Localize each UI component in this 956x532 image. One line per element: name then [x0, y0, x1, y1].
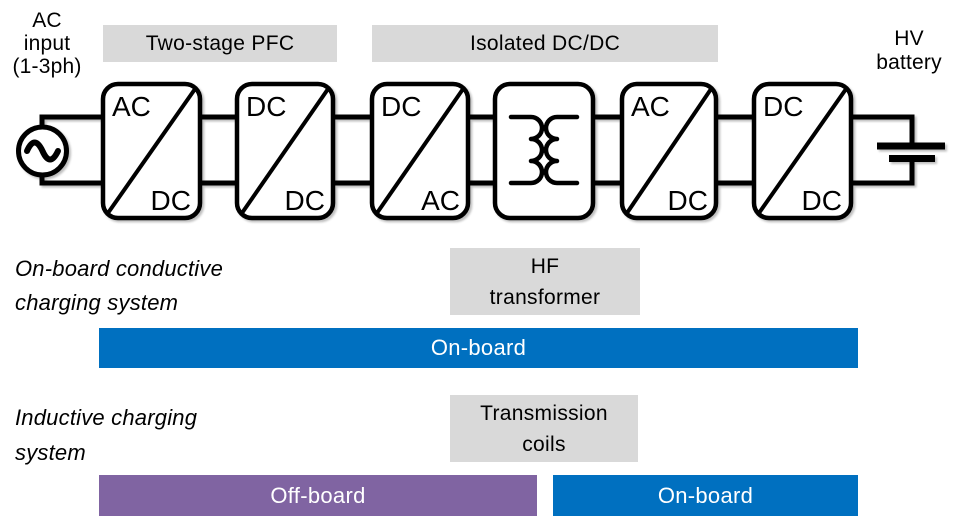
block5-bottom-label: DC: [668, 185, 708, 216]
inductive-onboard-bar: On-board: [553, 475, 858, 516]
converter-block-ac-dc-1: AC DC: [100, 81, 203, 221]
hv-battery-line1: HV: [894, 27, 924, 50]
ac-input-line3: (1-3ph): [12, 55, 82, 78]
block3-bottom-label: AC: [421, 185, 460, 216]
inductive-title-line2: system: [15, 440, 86, 465]
two-stage-pfc-label: Two-stage PFC: [103, 25, 337, 62]
conductive-system-title: On-board conductive charging system: [15, 252, 335, 320]
transformer-coils-icon: [508, 114, 580, 186]
block2-top-label: DC: [246, 91, 286, 122]
conductive-onboard-bar-text: On-board: [430, 335, 527, 360]
transmission-coils-line2: coils: [522, 432, 566, 456]
ac-source-icon: [16, 124, 69, 178]
block5-top-label: AC: [631, 91, 670, 122]
ac-input-line2: input: [23, 32, 71, 55]
block6-bottom-label: DC: [802, 185, 842, 216]
hf-transformer-label: HF transformer: [450, 248, 640, 315]
ac-input-line1: AC: [32, 9, 62, 32]
hf-transformer-line1: HF: [530, 254, 560, 278]
converter-block-dc-ac: DC AC: [369, 81, 471, 221]
conductive-title-line2: charging system: [15, 290, 179, 315]
isolated-dcdc-label: Isolated DC/DC: [372, 25, 718, 62]
isolated-dcdc-text: Isolated DC/DC: [469, 31, 621, 55]
transmission-coils-label: Transmission coils: [450, 395, 638, 462]
transformer-block: [492, 81, 596, 221]
block1-top-label: AC: [112, 91, 151, 122]
inductive-system-title: Inductive charging system: [15, 400, 335, 470]
hv-battery-label: HV battery: [862, 27, 956, 75]
circuit-schematic: AC DC DC DC DC AC: [16, 81, 945, 221]
inductive-offboard-bar: Off-board: [99, 475, 537, 516]
block3-top-label: DC: [381, 91, 421, 122]
hv-battery-line2: battery: [876, 51, 942, 74]
converter-block-ac-dc-2: AC DC: [619, 81, 719, 221]
block1-bottom-label: DC: [151, 185, 191, 216]
inductive-title-line1: Inductive charging: [15, 405, 198, 430]
block6-top-label: DC: [763, 91, 803, 122]
converter-block-dc-dc-2: DC DC: [751, 81, 854, 221]
conductive-onboard-bar: On-board: [99, 328, 858, 368]
ac-input-label: AC input (1-3ph): [1, 9, 93, 78]
inductive-offboard-bar-text: Off-board: [270, 482, 366, 508]
transmission-coils-line1: Transmission: [480, 401, 608, 425]
two-stage-pfc-text: Two-stage PFC: [145, 31, 295, 55]
wire-lines: [39, 114, 915, 186]
inductive-onboard-bar-text: On-board: [657, 482, 754, 508]
conductive-title-line1: On-board conductive: [15, 256, 224, 281]
battery-icon: [877, 142, 945, 162]
hf-transformer-line2: transformer: [489, 285, 601, 309]
converter-block-dc-dc-1: DC DC: [234, 81, 336, 221]
block2-bottom-label: DC: [285, 185, 325, 216]
